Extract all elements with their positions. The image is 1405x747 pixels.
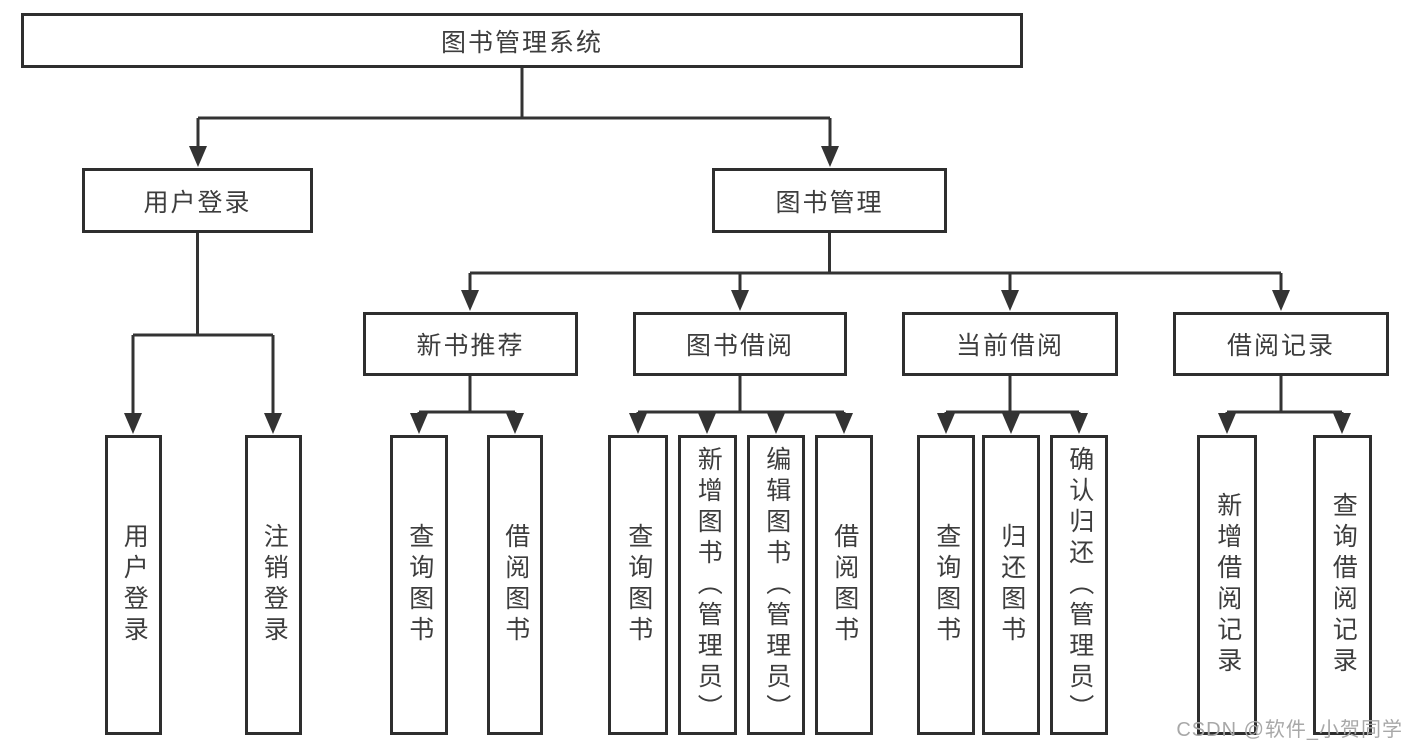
csdn-watermark: CSDN @软件_小贺同学 xyxy=(1176,719,1403,741)
leaf-current-query-books-label: 查询图书 xyxy=(932,523,961,647)
leaf-borrow-borrow-books-label: 借阅图书 xyxy=(830,523,859,647)
leaf-newbooks-borrow-books: 借阅图书 xyxy=(487,435,543,735)
edge-newbooks-to-leaves xyxy=(419,376,515,414)
node-new-book-recommend: 新书推荐 xyxy=(363,312,578,376)
node-book-borrow-label: 图书借阅 xyxy=(685,332,794,360)
leaf-borrow-add-books-admin-label: 新增图书（管理员） xyxy=(694,445,723,725)
leaf-records-query-record: 查询借阅记录 xyxy=(1313,435,1372,735)
node-user-login-label: 用户登录 xyxy=(143,188,252,217)
leaf-newbooks-borrow-books-label: 借阅图书 xyxy=(501,523,530,647)
leaf-logout: 注销登录 xyxy=(245,435,302,735)
arrowhead xyxy=(189,146,207,167)
edge-records-to-leaves xyxy=(1227,376,1342,414)
node-current-borrow: 当前借阅 xyxy=(902,312,1118,376)
edge-userlogin-to-leaves xyxy=(133,233,273,337)
leaf-borrow-edit-books-admin-label: 编辑图书（管理员） xyxy=(762,445,791,725)
edge-bookborrow-to-leaves xyxy=(638,376,844,414)
leaf-records-add-record: 新增借阅记录 xyxy=(1197,435,1257,735)
node-new-book-recommend-label: 新书推荐 xyxy=(416,332,525,360)
leaf-borrow-query-books-label: 查询图书 xyxy=(624,523,653,647)
node-borrow-records: 借阅记录 xyxy=(1173,312,1389,376)
leaf-current-return-books: 归还图书 xyxy=(982,435,1040,735)
node-root-label: 图书管理系统 xyxy=(440,28,603,57)
leaf-borrow-add-books-admin: 新增图书（管理员） xyxy=(678,435,737,735)
leaf-records-query-record-label: 查询借阅记录 xyxy=(1329,492,1358,678)
leaf-borrow-borrow-books: 借阅图书 xyxy=(815,435,873,735)
leaf-borrow-edit-books-admin: 编辑图书（管理员） xyxy=(747,435,805,735)
node-root: 图书管理系统 xyxy=(21,13,1023,68)
leaf-current-query-books: 查询图书 xyxy=(917,435,975,735)
leaf-logout-label: 注销登录 xyxy=(260,523,289,647)
arrowhead xyxy=(821,146,839,167)
leaf-current-confirm-return-admin-label: 确认归还（管理员） xyxy=(1065,445,1094,725)
leaf-newbooks-query-books-label: 查询图书 xyxy=(405,523,434,647)
node-book-management: 图书管理 xyxy=(712,168,947,233)
edge-bookmgmt-to-level3 xyxy=(470,233,1281,275)
leaf-user-login-label: 用户登录 xyxy=(120,523,149,647)
node-book-management-label: 图书管理 xyxy=(775,188,884,217)
node-book-borrow: 图书借阅 xyxy=(633,312,847,376)
leaf-current-return-books-label: 归还图书 xyxy=(997,523,1026,647)
edge-currentborrow-to-leaves xyxy=(946,376,1079,414)
edge-root-to-level2 xyxy=(198,68,830,120)
node-current-borrow-label: 当前借阅 xyxy=(955,332,1064,360)
node-user-login: 用户登录 xyxy=(82,168,313,233)
leaf-current-confirm-return-admin: 确认归还（管理员） xyxy=(1050,435,1108,735)
leaf-borrow-query-books: 查询图书 xyxy=(608,435,668,735)
leaf-user-login: 用户登录 xyxy=(105,435,162,735)
leaf-records-add-record-label: 新增借阅记录 xyxy=(1213,492,1242,678)
leaf-newbooks-query-books: 查询图书 xyxy=(390,435,448,735)
node-borrow-records-label: 借阅记录 xyxy=(1226,332,1335,360)
